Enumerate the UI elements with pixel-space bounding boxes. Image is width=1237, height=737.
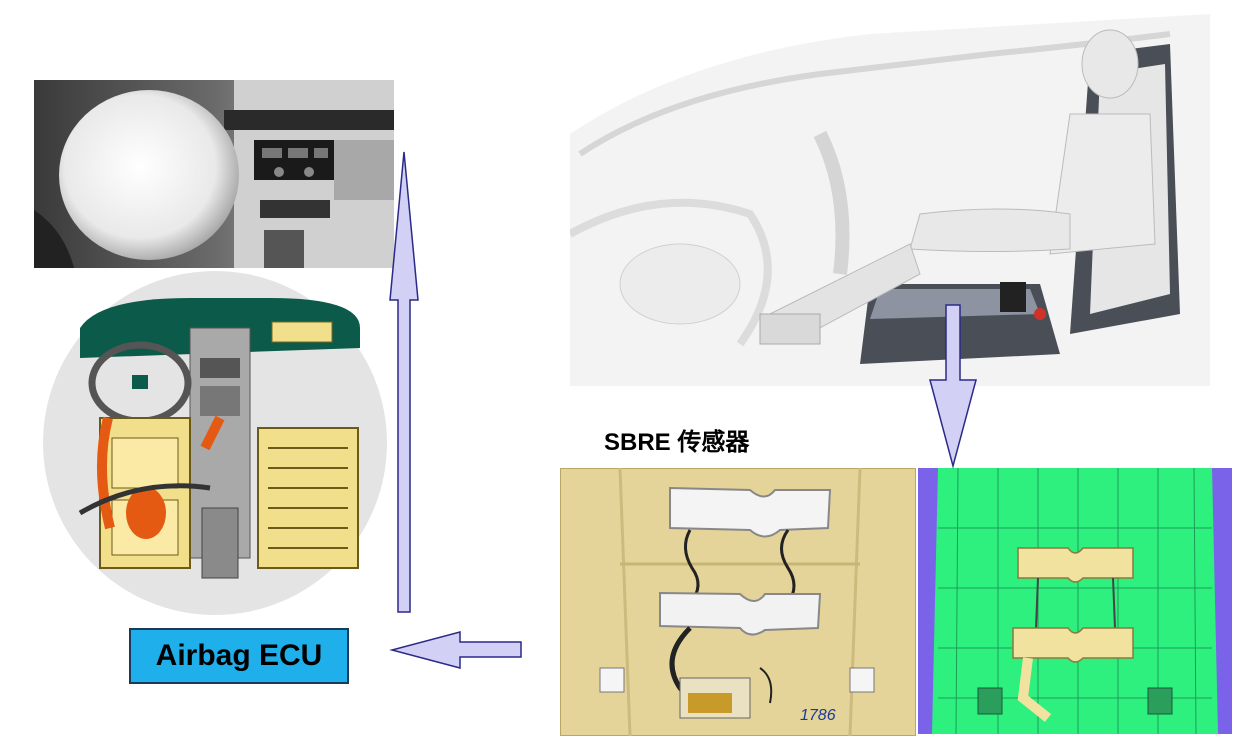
cabin-occupant-illustration: [40, 268, 390, 618]
arrow-left-sensor-to-ecu: [389, 631, 522, 669]
sensor-simulation-view: [918, 468, 1232, 734]
sensor-photo-number: 1786: [800, 707, 836, 724]
airbag-ecu-box: Airbag ECU: [129, 628, 349, 684]
sbre-sensor-photo: 1786: [560, 468, 916, 736]
arrow-up-ecu-to-airbag: [389, 151, 419, 613]
crash-dummy-seat-render: [570, 14, 1210, 386]
sensor-caption: SBRE 传感器: [604, 429, 750, 456]
airbag-deployment-photo: [34, 80, 394, 268]
